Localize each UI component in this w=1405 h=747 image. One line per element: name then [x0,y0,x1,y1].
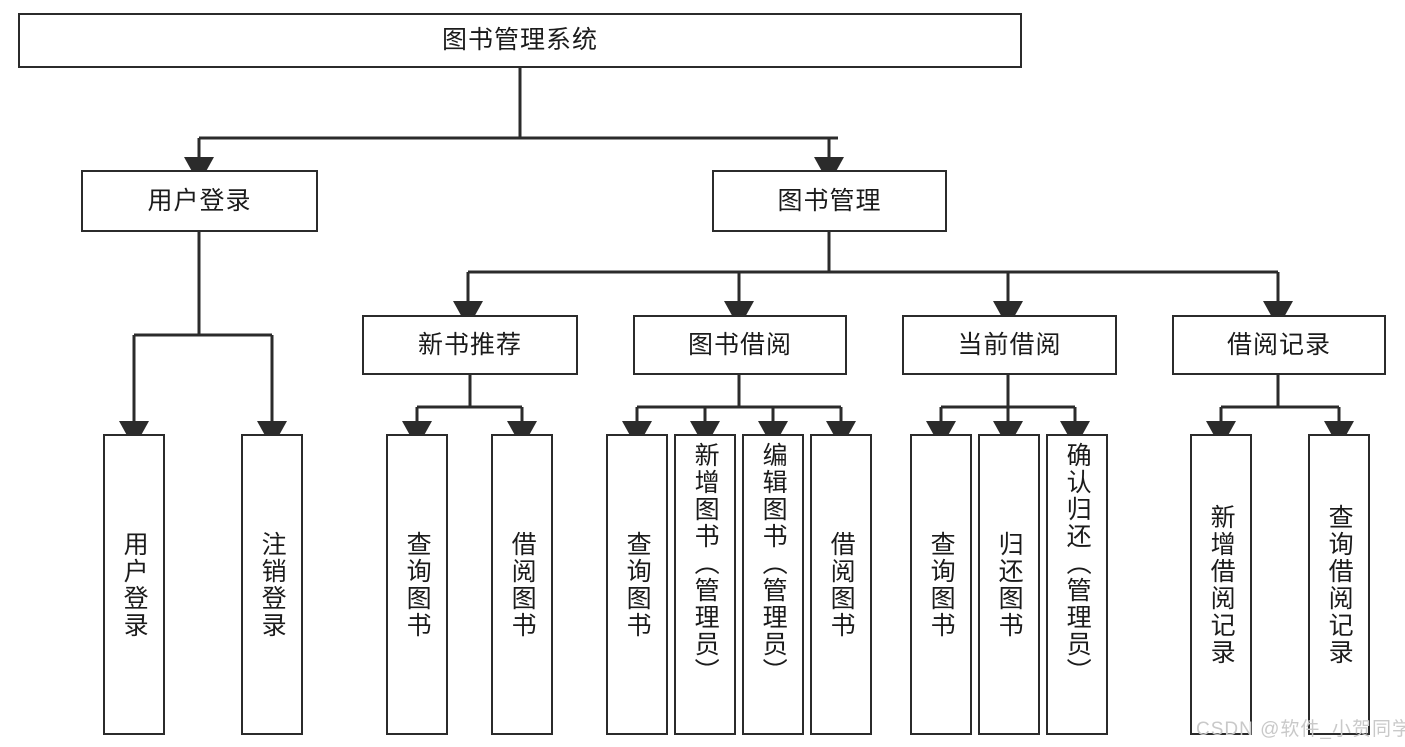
node-label: 当前借阅 [957,330,1062,359]
leaf-label: 注销登录 [258,530,287,639]
node-label: 新书推荐 [417,330,522,359]
leaf-query-book-current[interactable]: 查询图书 [910,434,972,735]
leaf-label: 新增图书（管理员） [691,442,720,685]
leaf-add-borrow-record[interactable]: 新增借阅记录 [1190,434,1252,735]
leaf-borrow-book[interactable]: 借阅图书 [810,434,872,735]
leaf-query-book-recommend[interactable]: 查询图书 [386,434,448,735]
leaf-label: 确认归还（管理员） [1063,442,1092,685]
node-new-book-recommend[interactable]: 新书推荐 [362,315,578,375]
leaf-label: 查询图书 [403,530,432,639]
leaf-label: 借阅图书 [508,530,537,639]
leaf-add-book-admin[interactable]: 新增图书（管理员） [674,434,736,735]
leaf-user-logout[interactable]: 注销登录 [241,434,303,735]
node-book-borrow[interactable]: 图书借阅 [633,315,847,375]
node-label: 借阅记录 [1226,330,1331,359]
leaf-label: 查询图书 [927,530,956,639]
leaf-label: 编辑图书（管理员） [759,442,788,685]
node-label: 图书管理系统 [441,26,598,55]
leaf-label: 用户登录 [120,530,149,639]
node-label: 图书借阅 [687,330,792,359]
leaf-label: 新增借阅记录 [1207,503,1236,666]
leaf-label: 借阅图书 [827,530,856,639]
leaf-confirm-return-admin[interactable]: 确认归还（管理员） [1046,434,1108,735]
leaf-label: 查询图书 [623,530,652,639]
leaf-label: 归还图书 [995,530,1024,639]
node-book-management[interactable]: 图书管理 [712,170,947,232]
leaf-query-borrow-record[interactable]: 查询借阅记录 [1308,434,1370,735]
leaf-edit-book-admin[interactable]: 编辑图书（管理员） [742,434,804,735]
node-label: 图书管理 [777,186,882,215]
leaf-user-login[interactable]: 用户登录 [103,434,165,735]
leaf-query-book-borrow[interactable]: 查询图书 [606,434,668,735]
node-current-borrow[interactable]: 当前借阅 [902,315,1117,375]
leaf-borrow-book-recommend[interactable]: 借阅图书 [491,434,553,735]
leaf-label: 查询借阅记录 [1325,503,1354,666]
node-user-login[interactable]: 用户登录 [81,170,318,232]
node-label: 用户登录 [147,186,252,215]
node-root-system[interactable]: 图书管理系统 [18,13,1022,68]
leaf-return-book[interactable]: 归还图书 [978,434,1040,735]
node-borrow-record[interactable]: 借阅记录 [1172,315,1386,375]
